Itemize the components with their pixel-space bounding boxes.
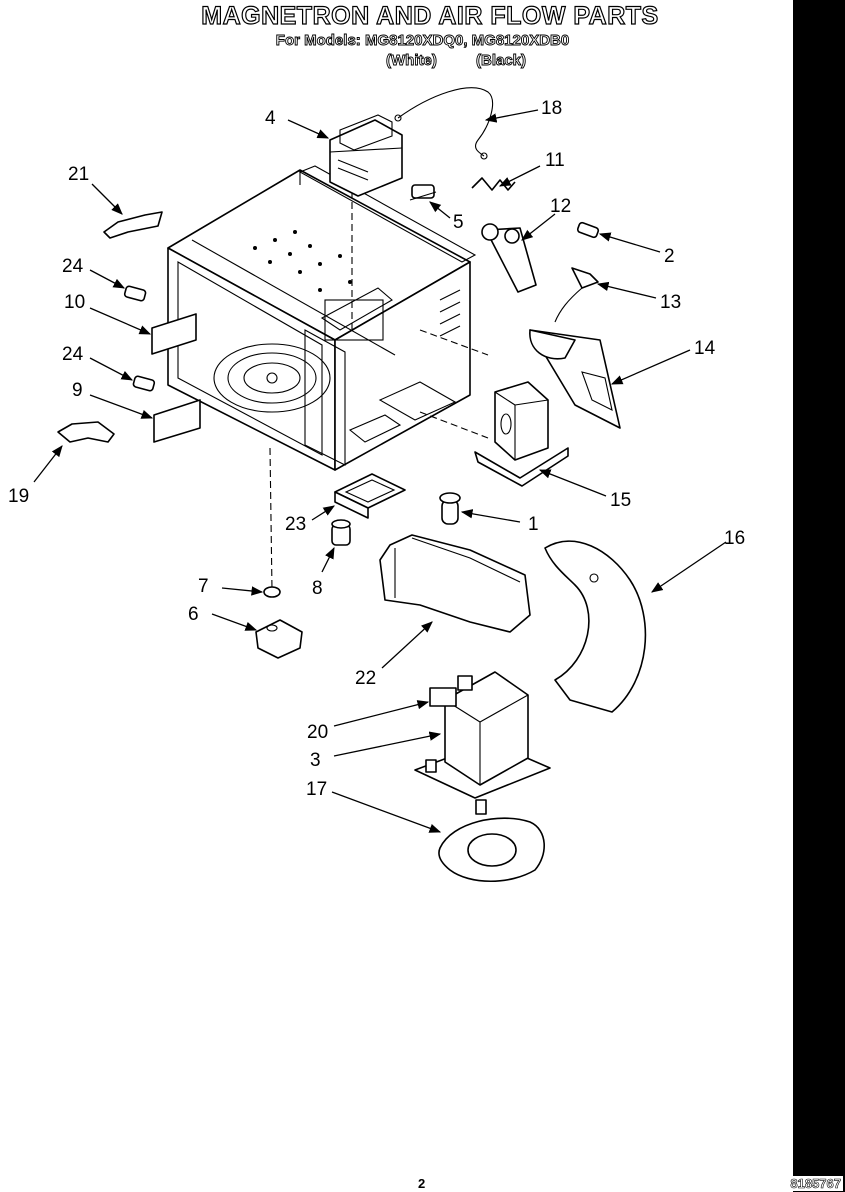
capacitor-bracket [529,329,621,429]
connector [571,267,599,289]
callout-20: 20 [307,722,328,743]
callout-17: 17 [306,779,327,800]
high-voltage-capacitor [474,381,569,487]
turntable-motor [255,619,303,659]
callout-21: 21 [68,164,89,185]
air-guide [544,540,647,713]
callout-3: 3 [310,750,321,771]
callout-14: 14 [694,338,716,359]
filter [334,473,406,519]
callout-6: 6 [188,604,199,625]
callout-11: 11 [545,150,565,171]
callout-4: 4 [265,108,276,129]
fuse-1 [439,492,461,525]
plate-9 [153,399,201,443]
page-number: 2 [418,1176,426,1191]
color-black-label: (Black) [476,52,527,70]
callout-12: 12 [550,196,571,217]
leader-lines [33,109,727,833]
screw-24-lower [132,375,156,392]
callout-18: 18 [541,98,562,119]
callout-2: 2 [664,246,675,267]
callout-19: 19 [8,486,29,507]
callout-15: 15 [610,490,631,511]
callout-23: 23 [285,514,306,535]
callout-16: 16 [724,528,745,549]
callout-8: 8 [312,578,323,599]
plate-10 [151,313,197,355]
black-edge-bar [793,0,845,1192]
document-number: 8185767 [788,1176,843,1191]
callout-9: 9 [72,380,83,401]
oven-cavity [167,165,489,591]
high-voltage-diode [481,223,537,293]
clip [471,177,516,191]
thermistor-wire [394,87,493,160]
callout-24-upper: 24 [62,256,84,277]
washer [263,586,281,598]
magnetron [329,114,403,197]
callout-1: 1 [528,514,539,535]
callout-labels: 4 18 11 5 12 2 13 14 15 1 16 21 24 10 24… [8,98,745,800]
models-subtitle: For Models: MG8120XDQ0, MG8120XDB0 [275,32,570,50]
screw-24-upper [123,285,147,302]
hinge-21 [103,211,163,239]
callout-13: 13 [660,292,681,313]
coupler [331,519,351,546]
air-duct [379,534,531,633]
callout-22: 22 [355,668,376,689]
thermal-cutout [409,184,437,201]
transformer [414,671,551,815]
callout-24-lower: 24 [62,344,84,365]
screw-2 [576,221,600,239]
gasket [438,817,545,883]
hinge-19 [57,421,115,443]
callout-10: 10 [64,292,85,313]
callout-7: 7 [198,576,209,597]
page-title: MAGNETRON AND AIR FLOW PARTS [201,1,659,30]
callout-5: 5 [453,212,464,233]
color-white-label: (White) [386,52,438,70]
connector-wire [554,287,583,323]
